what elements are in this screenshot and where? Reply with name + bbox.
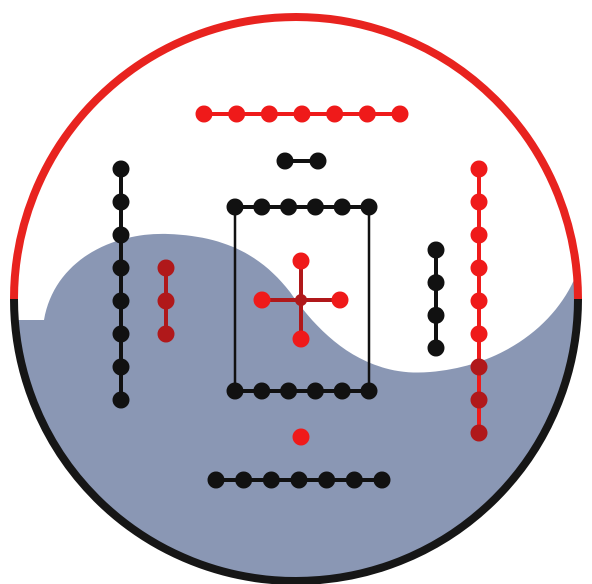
right-red-string-bead (471, 260, 488, 277)
bottom-black-string-bead (374, 472, 391, 489)
left-black-string-bead (113, 359, 130, 376)
left-red-string-bead (158, 293, 175, 310)
rect-bottom-string-bead (334, 383, 351, 400)
right-red-string-bead (471, 425, 488, 442)
left-red-string-bead (158, 260, 175, 277)
bottom-black-string-bead (346, 472, 363, 489)
cross-bead (254, 292, 271, 309)
small-black-pair-bead (310, 153, 327, 170)
left-black-string-bead (113, 260, 130, 277)
rect-top-string-bead (253, 199, 270, 216)
top-red-string-bead (359, 106, 376, 123)
top-red-string-bead (294, 106, 311, 123)
rect-top-string-bead (307, 199, 324, 216)
rect-top-string-bead (280, 199, 297, 216)
bottom-black-string-bead (208, 472, 225, 489)
left-black-string-bead (113, 194, 130, 211)
top-red-string-bead (392, 106, 409, 123)
cross-center-bead (295, 294, 307, 306)
right-red-string-bead (471, 326, 488, 343)
bottom-black-string-bead (318, 472, 335, 489)
lone-red-bead (293, 429, 310, 446)
rect-bottom-string-bead (227, 383, 244, 400)
right-black-string-bead (428, 242, 445, 259)
right-red-string-bead (471, 227, 488, 244)
right-black-string-bead (428, 307, 445, 324)
right-red-string-bead (471, 194, 488, 211)
rect-bottom-string-bead (361, 383, 378, 400)
left-red-string-bead (158, 326, 175, 343)
cross-bead (293, 253, 310, 270)
bottom-black-string-bead (291, 472, 308, 489)
rect-bottom-string-bead (280, 383, 297, 400)
right-black-string-bead (428, 340, 445, 357)
left-black-string-bead (113, 293, 130, 310)
top-red-string-bead (196, 106, 213, 123)
right-red-string-bead (471, 293, 488, 310)
cross-bead (293, 331, 310, 348)
left-black-string-bead (113, 161, 130, 178)
right-red-string-bead (471, 392, 488, 409)
bottom-black-string-bead (263, 472, 280, 489)
top-red-string-bead (228, 106, 245, 123)
top-red-string-bead (261, 106, 278, 123)
left-black-string-bead (113, 326, 130, 343)
rect-top-string-bead (227, 199, 244, 216)
rect-top-string-bead (334, 199, 351, 216)
right-red-string-bead (471, 161, 488, 178)
bottom-black-string-bead (235, 472, 252, 489)
rect-bottom-string-bead (253, 383, 270, 400)
rect-top-string-bead (361, 199, 378, 216)
left-black-string-bead (113, 392, 130, 409)
cross-bead (332, 292, 349, 309)
left-black-string-bead (113, 227, 130, 244)
top-red-string-bead (326, 106, 343, 123)
right-red-string-bead (471, 359, 488, 376)
right-black-string-bead (428, 274, 445, 291)
rect-bottom-string-bead (307, 383, 324, 400)
small-black-pair-bead (277, 153, 294, 170)
